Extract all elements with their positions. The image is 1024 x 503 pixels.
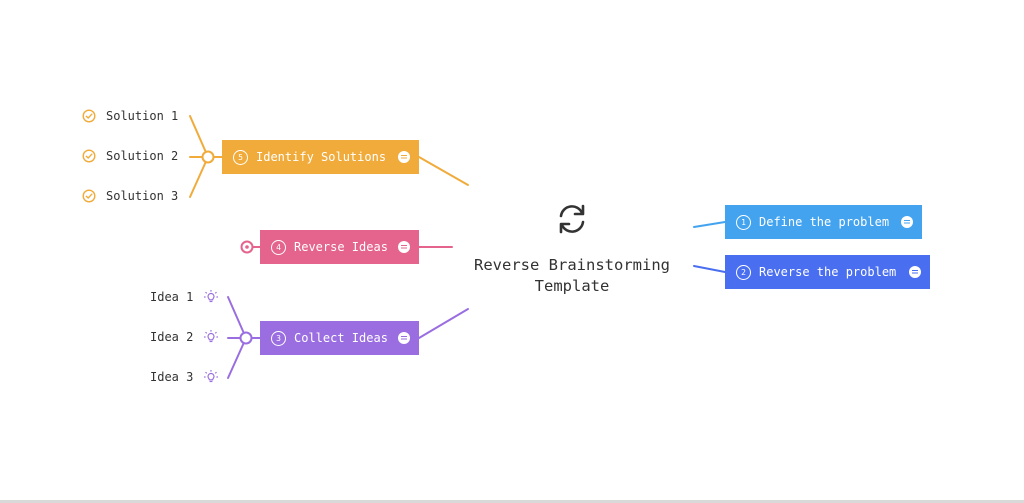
lightbulb-icon	[204, 370, 218, 383]
branch-number-badge: 2	[736, 264, 751, 280]
branch-define-problem[interactable]: 1 Define the problem	[725, 205, 922, 239]
refresh-cycle-icon	[559, 204, 585, 234]
leaf-solution-3[interactable]: Solution 3	[106, 189, 179, 203]
branch-number-badge: 3	[271, 330, 286, 346]
connector-collect-ideas	[418, 308, 469, 339]
connector-idea-3	[227, 337, 247, 379]
note-icon[interactable]	[398, 332, 410, 344]
note-icon[interactable]	[901, 216, 913, 228]
bottom-border	[0, 500, 1024, 503]
branch-label: Identify Solutions	[256, 150, 387, 164]
lightbulb-icon	[204, 330, 218, 343]
leaf-idea-1[interactable]: Idea 1	[150, 290, 194, 304]
solutions-joint-circle	[201, 150, 215, 164]
leaf-solution-1[interactable]: Solution 1	[106, 109, 179, 123]
branch-label: Define the problem	[759, 215, 890, 229]
branch-number-badge: 1	[736, 214, 751, 230]
connector-reverse-problem	[693, 265, 726, 273]
note-icon[interactable]	[398, 241, 410, 253]
leaf-idea-2[interactable]: Idea 2	[150, 330, 194, 344]
branch-reverse-problem[interactable]: 2 Reverse the problem	[725, 255, 930, 289]
connector-define-problem	[693, 221, 726, 228]
branch-collect-ideas[interactable]: 3 Collect Ideas	[260, 321, 419, 355]
lightbulb-icon	[204, 290, 218, 303]
leaf-idea-3[interactable]: Idea 3	[150, 370, 194, 384]
connector-solution-3	[189, 156, 209, 198]
branch-number-badge: 4	[271, 239, 286, 255]
branch-label: Reverse Ideas	[294, 240, 388, 254]
branch-number-badge: 5	[233, 149, 248, 165]
branch-label: Collect Ideas	[294, 331, 388, 345]
ideas-joint-circle	[239, 331, 253, 345]
central-topic-title[interactable]: Reverse Brainstorming Template	[474, 256, 670, 295]
check-circle-icon	[82, 189, 96, 203]
leaf-solution-2[interactable]: Solution 2	[106, 149, 179, 163]
branch-label: Reverse the problem	[759, 265, 897, 279]
connector-idea-1	[227, 296, 247, 339]
note-icon[interactable]	[398, 151, 410, 163]
connector-identify-solutions	[418, 156, 469, 186]
connector-solution-1	[189, 115, 209, 158]
check-circle-icon	[82, 109, 96, 123]
branch-identify-solutions[interactable]: 5 Identify Solutions	[222, 140, 419, 174]
check-circle-icon	[82, 149, 96, 163]
branch-reverse-ideas[interactable]: 4 Reverse Ideas	[260, 230, 419, 264]
note-icon[interactable]	[909, 266, 921, 278]
